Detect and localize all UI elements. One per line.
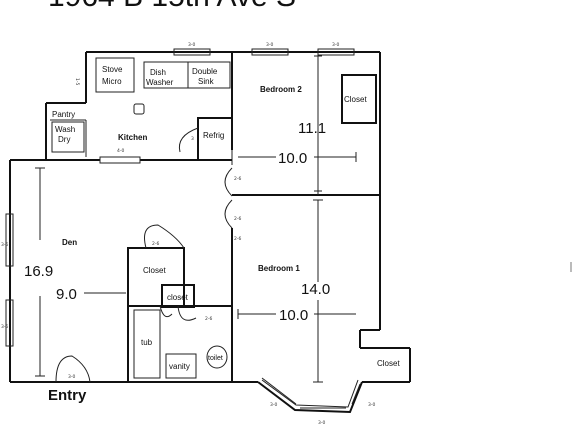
dimension-values: 11.1 10.0 16.9 9.0 14.0 10.0 [24, 120, 330, 324]
note-bay-2: 3-0 [318, 420, 325, 426]
label-closet-small: closet [167, 293, 189, 302]
walls [9, 51, 411, 414]
note-door-2: 2-6 [234, 216, 241, 222]
label-washer: Washer [146, 78, 174, 87]
dimension-lines [35, 52, 357, 383]
note-door-3: 2-6 [234, 236, 241, 242]
note-bay-1: 3-0 [270, 402, 277, 408]
dim-den-width: 9.0 [56, 286, 77, 303]
label-pantry: Pantry [52, 110, 75, 119]
label-wash: Wash [55, 125, 75, 134]
note-window-3: 3-0 [332, 42, 339, 48]
label-closet-bedroom-1: Closet [377, 359, 400, 368]
note-bay-3: 3-0 [368, 402, 375, 408]
small-annotations: 3-0 3-0 3-0 4-0 3 2-6 2-6 2-6 3-6 3-6 2-… [1, 42, 375, 426]
note-side-mark: 1-5 [74, 78, 80, 85]
label-closet-bedroom-2: Closet [344, 95, 367, 104]
label-dish: Dish [150, 68, 166, 77]
label-vanity: vanity [169, 362, 190, 371]
label-kitchen: Kitchen [118, 133, 147, 142]
note-bath-door: 2-6 [205, 316, 212, 322]
note-door-1: 2-6 [234, 176, 241, 182]
dim-den-depth: 16.9 [24, 263, 53, 280]
label-entry: Entry [48, 387, 87, 404]
note-fridge: 3 [191, 136, 194, 142]
note-closet-door: 2-6 [152, 241, 159, 247]
label-toilet: toilet [208, 355, 223, 362]
kitchen-appliances [51, 57, 231, 153]
note-den-window-2: 3-6 [1, 324, 8, 330]
dim-bedroom-2-width: 10.0 [278, 150, 307, 167]
label-closet-hall: Closet [143, 266, 166, 275]
note-entry-door: 3-0 [68, 374, 75, 380]
dim-bedroom-2-depth: 11.1 [298, 120, 326, 137]
page-title: 1964 B 15th Ave S [48, 0, 296, 13]
doors [55, 127, 233, 383]
windows [5, 48, 361, 409]
note-den-window-1: 3-6 [1, 242, 8, 248]
note-kitchen-window: 4-0 [117, 148, 124, 154]
label-dry: Dry [58, 135, 70, 144]
label-sink: Sink [198, 77, 215, 86]
note-window-2: 3-0 [266, 42, 273, 48]
dim-bedroom-1-depth: 14.0 [301, 281, 330, 298]
note-window-1: 3-0 [188, 42, 195, 48]
label-den: Den [62, 238, 77, 247]
label-bedroom-2: Bedroom 2 [260, 85, 302, 94]
label-double: Double [192, 67, 218, 76]
label-bedroom-1: Bedroom 1 [258, 264, 300, 273]
scan-mark [570, 262, 572, 272]
bathroom-fixtures [133, 309, 228, 379]
label-stove: Stove [102, 65, 123, 74]
room-labels: Stove Micro Dish Washer Double Sink Bedr… [48, 65, 400, 404]
label-tub: tub [141, 338, 153, 347]
label-micro: Micro [102, 77, 122, 86]
dim-bedroom-1-width: 10.0 [279, 307, 308, 324]
label-refrig: Refrig [203, 131, 224, 140]
